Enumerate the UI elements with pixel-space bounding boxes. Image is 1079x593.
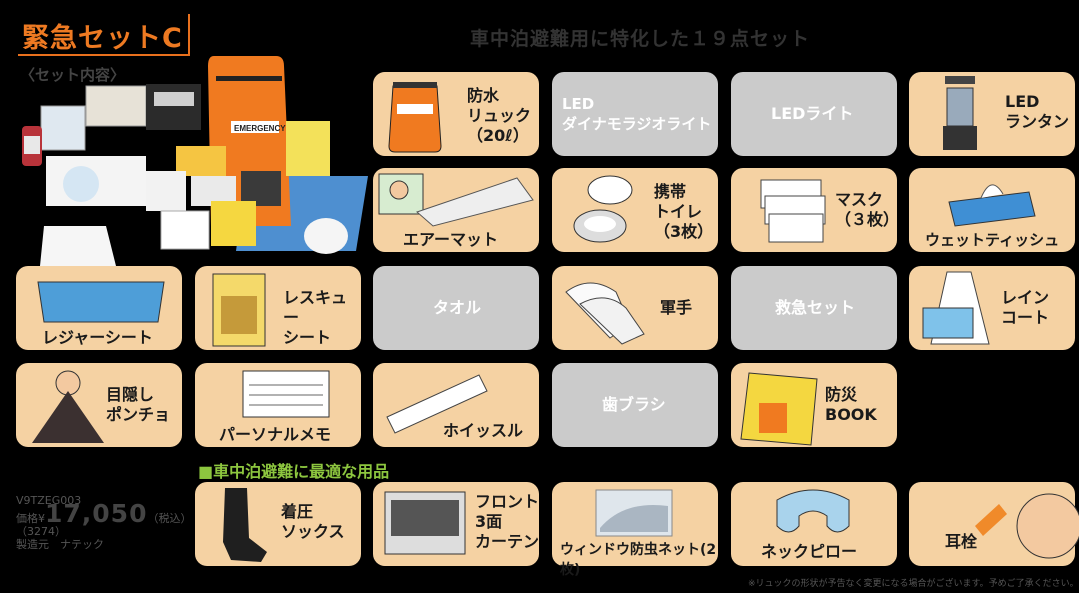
bousai-book-icon [740, 372, 818, 446]
item-rescue-sheet-card: レスキュー シート [195, 266, 361, 350]
price-block: V9TZEG003 価格¥17,050（税込） （3274） 製造元 ナテック [16, 494, 191, 551]
item-gloves-card: 軍手 [552, 266, 718, 350]
item-backpack-card: 防水 リュック （20ℓ） [373, 72, 539, 156]
item-bousai-book-card: 防災 BOOK [731, 363, 897, 447]
maker: 製造元 ナテック [16, 538, 104, 551]
extra-window-net-card: ウィンドウ防虫ネット(2枚) [552, 482, 718, 578]
socks-icon [223, 488, 267, 562]
item-toothbrush-label: 歯ブラシ [602, 395, 666, 414]
item-whistle-card: ホイッスル [373, 363, 539, 447]
item-dynamo-card: LED ダイナモラジオライト [552, 72, 718, 156]
curtain-icon [384, 491, 466, 555]
item-first-aid-card: 救急セット [731, 266, 897, 350]
item-toilet-card: 携帯 トイレ （3枚） [552, 168, 718, 252]
extra-socks-label: 着圧 ソックス [281, 502, 345, 541]
mask-icon [760, 179, 826, 243]
price-label: 価格¥ [16, 512, 45, 525]
item-poncho-label: 目隠し ポンチョ [106, 385, 171, 424]
lantern-icon [943, 76, 977, 150]
whistle-icon [386, 374, 488, 434]
item-memo-label: パーソナルメモ [219, 425, 332, 444]
item-memo-card: パーソナルメモ [195, 363, 361, 447]
neck-pillow-icon [776, 489, 850, 533]
item-leisure-sheet-label: レジャーシート [42, 328, 153, 347]
item-lantern-label: LED ランタン [1005, 92, 1070, 131]
item-raincoat-label: レイン コート [1001, 288, 1050, 327]
extra-socks-card: 着圧 ソックス [195, 482, 361, 566]
item-led-light-label: LEDライト [771, 104, 854, 123]
extra-curtain-label: フロント 3面 カーテン [475, 492, 540, 551]
air-mat-icon [378, 173, 534, 227]
extra-ear-plug-label: 耳栓 [945, 532, 978, 551]
item-whistle-label: ホイッスル [443, 421, 524, 440]
extra-window-net-label: ウィンドウ防虫ネット(2枚) [560, 542, 717, 578]
ear-plug-icon [975, 493, 1079, 559]
item-mask-label: マスク （３枚） [835, 190, 900, 229]
product-sub-code: （3274） [16, 525, 66, 538]
item-toothbrush-card: 歯ブラシ [552, 363, 718, 447]
item-dynamo-label: LED ダイナモラジオライト [562, 95, 712, 133]
item-rescue-sheet-label: レスキュー シート [283, 288, 348, 347]
gloves-icon [565, 282, 645, 345]
item-lantern-card: LED ランタン [909, 72, 1075, 156]
backpack-icon [388, 82, 442, 153]
leisure-sheet-icon [37, 281, 165, 323]
title-frame [18, 14, 190, 56]
wet-tissue-icon [948, 184, 1036, 227]
memo-icon [242, 370, 330, 418]
bag-label: EMERGENCY [234, 124, 286, 133]
raincoat-icon [922, 271, 990, 345]
item-toilet-label: 携帯 トイレ （3枚） [654, 182, 714, 241]
extra-ear-plug-card: 耳栓 [909, 482, 1079, 566]
item-raincoat-card: レイン コート [909, 266, 1075, 350]
footnote: ※リュックの形状が予告なく変更になる場合がございます。予めご了承ください。 [748, 579, 1079, 589]
item-gloves-label: 軍手 [660, 298, 693, 317]
item-air-mat-label: エアーマット [403, 230, 499, 249]
item-leisure-sheet-card: レジャーシート [16, 266, 182, 350]
item-mask-card: マスク （３枚） [731, 168, 900, 252]
product-code: V9TZEG003 [16, 494, 82, 507]
item-bousai-book-label: 防災 BOOK [825, 385, 877, 424]
extra-neck-pillow-card: ネックピロー [731, 482, 897, 566]
extra-curtain-card: フロント 3面 カーテン [373, 482, 539, 566]
price-tax: （税込） [147, 512, 192, 525]
set-contents-label: 〈セット内容〉 [20, 66, 126, 84]
item-backpack-label: 防水 リュック （20ℓ） [467, 86, 532, 145]
headline: 車中泊避難用に特化した１９点セット [470, 28, 811, 50]
window-net-icon [595, 489, 673, 537]
item-air-mat-card: エアーマット [373, 168, 539, 252]
page-title: 緊急セットC [22, 23, 183, 54]
price-value: 17,050 [45, 499, 148, 528]
item-first-aid-label: 救急セット [775, 298, 856, 317]
item-towel-label: タオル [433, 298, 482, 317]
vehicle-items-heading: ■車中泊避難に最適な用品 [198, 462, 390, 481]
item-led-light-card: LEDライト [731, 72, 897, 156]
rescue-sheet-icon [212, 273, 266, 347]
product-photo: EMERGENCY [16, 56, 368, 266]
item-poncho-card: 目隠し ポンチョ [16, 363, 182, 447]
extra-neck-pillow-label: ネックピロー [761, 542, 858, 561]
toilet-icon [573, 175, 633, 243]
item-towel-card: タオル [373, 266, 539, 350]
item-wet-tissue-label: ウェットティッシュ [925, 231, 1060, 249]
item-wet-tissue-card: ウェットティッシュ [909, 168, 1075, 252]
poncho-icon [32, 370, 104, 443]
price-row: 価格¥17,050（税込） [16, 501, 192, 526]
